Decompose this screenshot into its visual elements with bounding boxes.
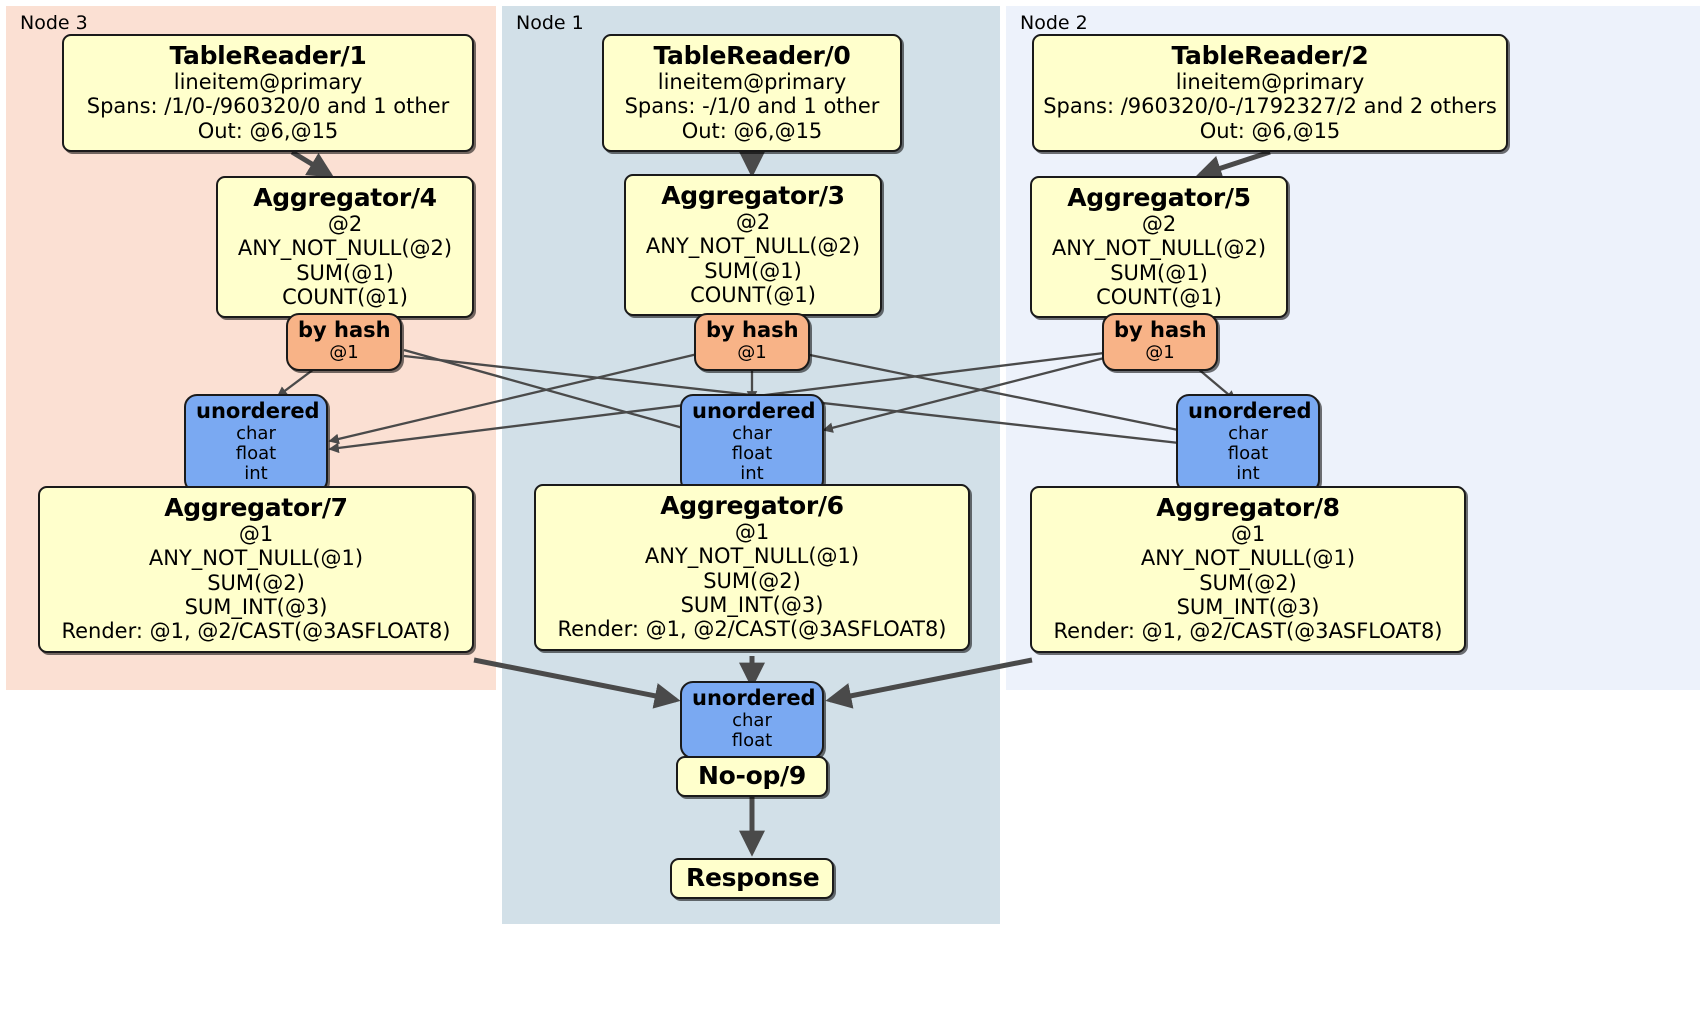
router-title: unordered bbox=[692, 686, 816, 710]
processor-aggregator-4[interactable]: Aggregator/4 @2 ANY_NOT_NULL(@2) SUM(@1)… bbox=[216, 176, 474, 319]
processor-line: COUNT(@1) bbox=[690, 283, 816, 308]
router-line: char bbox=[236, 422, 276, 444]
processor-line: @1 bbox=[1230, 522, 1266, 546]
processor-line: ANY_NOT_NULL(@1) bbox=[1140, 546, 1356, 571]
router-line: int bbox=[244, 463, 268, 485]
router-line: char bbox=[732, 422, 772, 444]
processor-aggregator-5[interactable]: Aggregator/5 @2 ANY_NOT_NULL(@2) SUM(@1)… bbox=[1030, 176, 1288, 319]
cluster-label-node-2: Node 2 bbox=[1020, 12, 1088, 34]
router-line: char bbox=[1228, 422, 1268, 444]
processor-line: COUNT(@1) bbox=[1096, 285, 1222, 310]
processor-title: TableReader/1 bbox=[169, 41, 367, 70]
processor-line: SUM(@1) bbox=[296, 260, 394, 285]
processor-title: Aggregator/3 bbox=[661, 181, 845, 210]
router-line: @1 bbox=[1145, 341, 1175, 363]
processor-line: Out: @6,@15 bbox=[681, 118, 823, 143]
processor-line: SUM(@1) bbox=[704, 258, 802, 283]
processor-line: @1 bbox=[734, 520, 770, 544]
processor-no-op-9[interactable]: No-op/9 bbox=[676, 756, 828, 797]
processor-title: TableReader/2 bbox=[1171, 41, 1369, 70]
router-unordered-left[interactable]: unordered char float int bbox=[184, 394, 328, 493]
processor-title: Aggregator/8 bbox=[1156, 493, 1340, 522]
router-unordered-final[interactable]: unordered char float bbox=[680, 681, 824, 760]
router-unordered-middle[interactable]: unordered char float int bbox=[680, 394, 824, 493]
cluster-label-node-3: Node 3 bbox=[20, 12, 88, 34]
processor-line: ANY_NOT_NULL(@2) bbox=[645, 234, 861, 259]
processor-line: ANY_NOT_NULL(@2) bbox=[1051, 236, 1267, 261]
processor-tablereader-1[interactable]: TableReader/1 lineitem@primary Spans: /1… bbox=[62, 34, 474, 153]
cluster-label-node-1: Node 1 bbox=[516, 12, 584, 34]
router-title: unordered bbox=[692, 399, 816, 423]
processor-aggregator-7[interactable]: Aggregator/7 @1 ANY_NOT_NULL(@1) SUM(@2)… bbox=[38, 486, 474, 653]
processor-title: Aggregator/6 bbox=[660, 491, 844, 520]
router-line: float bbox=[1227, 443, 1269, 465]
router-by-hash-left[interactable]: by hash @1 bbox=[286, 313, 402, 372]
processor-line: Out: @6,@15 bbox=[197, 118, 339, 143]
router-line: float bbox=[235, 443, 277, 465]
processor-line: SUM(@1) bbox=[1110, 260, 1208, 285]
router-line: float bbox=[731, 443, 773, 465]
processor-response[interactable]: Response bbox=[670, 858, 834, 899]
router-title: unordered bbox=[196, 399, 320, 423]
processor-line: Render: @1, @2/CAST(@3ASFLOAT8) bbox=[1053, 619, 1443, 644]
router-line: @1 bbox=[329, 341, 359, 363]
router-by-hash-right[interactable]: by hash @1 bbox=[1102, 313, 1218, 372]
processor-line: Spans: /1/0-/960320/0 and 1 other bbox=[86, 94, 450, 119]
router-unordered-right[interactable]: unordered char float int bbox=[1176, 394, 1320, 493]
router-line: char bbox=[732, 709, 772, 731]
router-title: by hash bbox=[706, 318, 799, 342]
router-line: @1 bbox=[737, 341, 767, 363]
processor-title: Response bbox=[686, 863, 820, 892]
router-by-hash-middle[interactable]: by hash @1 bbox=[694, 313, 810, 372]
processor-title: Aggregator/5 bbox=[1067, 183, 1251, 212]
processor-line: Spans: -/1/0 and 1 other bbox=[624, 94, 880, 119]
processor-line: SUM(@2) bbox=[1199, 570, 1297, 595]
processor-line: SUM_INT(@3) bbox=[680, 593, 824, 618]
processor-aggregator-6[interactable]: Aggregator/6 @1 ANY_NOT_NULL(@1) SUM(@2)… bbox=[534, 484, 970, 651]
processor-line: lineitem@primary bbox=[1175, 70, 1365, 94]
processor-tablereader-0[interactable]: TableReader/0 lineitem@primary Spans: -/… bbox=[602, 34, 902, 153]
processor-line: COUNT(@1) bbox=[282, 285, 408, 310]
processor-title: Aggregator/4 bbox=[253, 183, 437, 212]
processor-line: SUM_INT(@3) bbox=[1176, 595, 1320, 620]
router-line: float bbox=[731, 730, 773, 752]
processor-line: Render: @1, @2/CAST(@3ASFLOAT8) bbox=[61, 619, 451, 644]
processor-tablereader-2[interactable]: TableReader/2 lineitem@primary Spans: /9… bbox=[1032, 34, 1508, 153]
processor-line: SUM(@2) bbox=[207, 570, 305, 595]
processor-line: ANY_NOT_NULL(@1) bbox=[644, 544, 860, 569]
processor-line: @1 bbox=[238, 522, 274, 546]
processor-line: Out: @6,@15 bbox=[1199, 118, 1341, 143]
processor-aggregator-8[interactable]: Aggregator/8 @1 ANY_NOT_NULL(@1) SUM(@2)… bbox=[1030, 486, 1466, 653]
processor-title: TableReader/0 bbox=[653, 41, 851, 70]
processor-line: ANY_NOT_NULL(@2) bbox=[237, 236, 453, 261]
router-title: by hash bbox=[298, 318, 391, 342]
processor-line: @2 bbox=[1141, 212, 1177, 236]
processor-line: lineitem@primary bbox=[657, 70, 847, 94]
router-title: by hash bbox=[1114, 318, 1207, 342]
processor-line: Render: @1, @2/CAST(@3ASFLOAT8) bbox=[557, 617, 947, 642]
processor-line: SUM(@2) bbox=[703, 568, 801, 593]
processor-title: No-op/9 bbox=[698, 761, 806, 790]
processor-aggregator-3[interactable]: Aggregator/3 @2 ANY_NOT_NULL(@2) SUM(@1)… bbox=[624, 174, 882, 317]
router-line: int bbox=[740, 463, 764, 485]
processor-line: @2 bbox=[735, 210, 771, 234]
processor-line: @2 bbox=[327, 212, 363, 236]
processor-line: SUM_INT(@3) bbox=[184, 595, 328, 620]
router-line: int bbox=[1236, 463, 1260, 485]
processor-line: lineitem@primary bbox=[173, 70, 363, 94]
processor-line: Spans: /960320/0-/1792327/2 and 2 others bbox=[1043, 94, 1497, 119]
processor-title: Aggregator/7 bbox=[164, 493, 348, 522]
processor-line: ANY_NOT_NULL(@1) bbox=[148, 546, 364, 571]
router-title: unordered bbox=[1188, 399, 1312, 423]
